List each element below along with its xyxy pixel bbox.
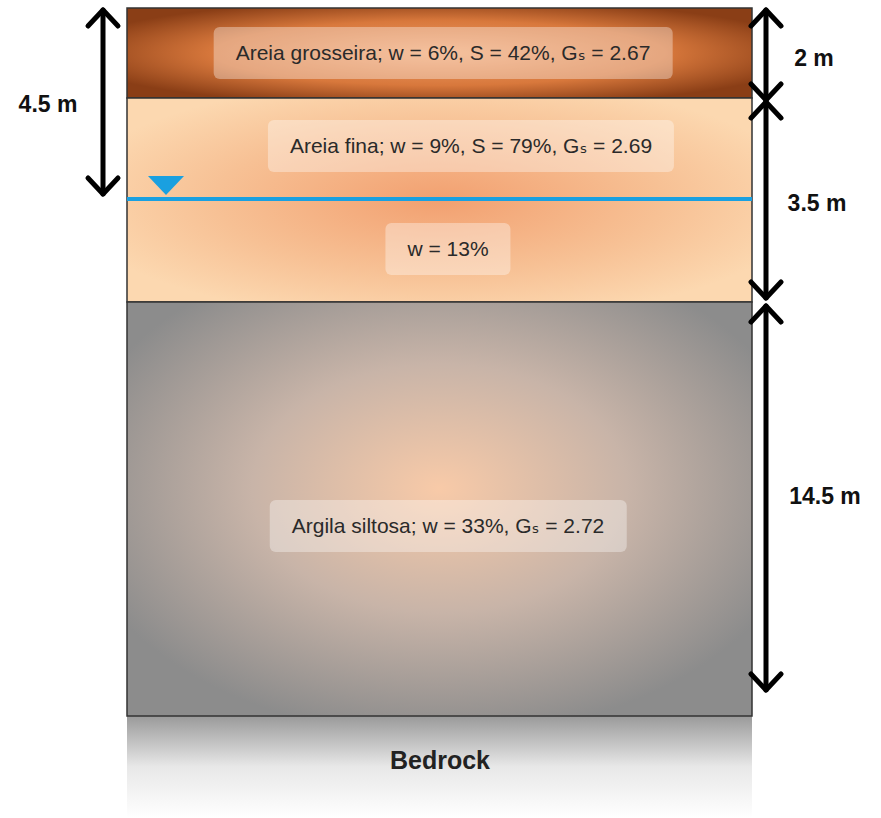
dimension-label: 4.5 m bbox=[19, 91, 78, 118]
layer-properties: Areia fina; w = 9%, S = 79%, Gₛ = 2.69 bbox=[268, 120, 674, 172]
layer-properties: Argila siltosa; w = 33%, Gₛ = 2.72 bbox=[270, 500, 627, 552]
dimension-label: 14.5 m bbox=[789, 483, 861, 510]
bedrock-layer: Bedrock bbox=[127, 716, 752, 818]
coarse-sand-layer: Areia grosseira; w = 6%, S = 42%, Gₛ = 2… bbox=[127, 8, 752, 98]
layer-name: Bedrock bbox=[390, 746, 490, 775]
silty-clay-layer: Argila siltosa; w = 33%, Gₛ = 2.72 bbox=[127, 302, 752, 716]
dimension-label: 3.5 m bbox=[788, 190, 847, 217]
layer-properties: Areia grosseira; w = 6%, S = 42%, Gₛ = 2… bbox=[214, 27, 673, 79]
fine-sand-layer: Areia fina; w = 9%, S = 79%, Gₛ = 2.69 w … bbox=[127, 98, 752, 302]
layer-properties: w = 13% bbox=[385, 223, 510, 275]
dimension-label: 2 m bbox=[794, 45, 834, 72]
